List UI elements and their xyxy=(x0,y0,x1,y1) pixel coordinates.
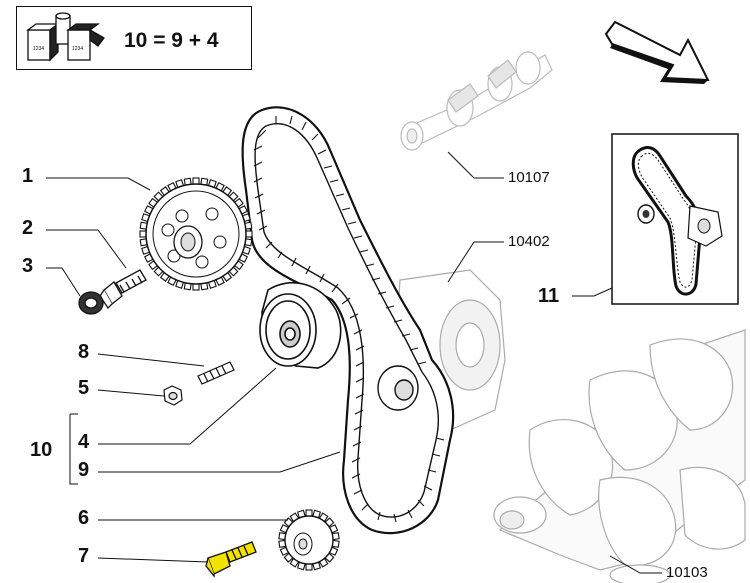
parts-kit-icon: 1234 1234 xyxy=(26,12,105,62)
callout-9: 9 xyxy=(78,459,90,481)
kit-formula: 10 = 9 + 4 xyxy=(124,29,219,52)
callout-5: 5 xyxy=(78,377,90,399)
inset-detail xyxy=(611,133,739,305)
kit-legend-box xyxy=(16,6,252,70)
timing-belt xyxy=(241,106,455,535)
camshaft xyxy=(400,51,553,151)
ref-crankshaft: 10103 xyxy=(666,564,708,581)
camshaft-pulley xyxy=(139,177,253,291)
nut xyxy=(163,385,183,406)
callout-2: 2 xyxy=(22,217,34,239)
direction-arrow-icon xyxy=(604,20,710,84)
callout-3: 3 xyxy=(22,255,34,277)
callout-7: 7 xyxy=(78,545,90,567)
bearing-washer xyxy=(78,291,104,315)
leader-lines xyxy=(46,151,662,574)
tensioner-pulley xyxy=(259,282,342,369)
ref-belt: 10402 xyxy=(508,233,550,250)
pulley-bolt xyxy=(99,269,147,310)
callout-6: 6 xyxy=(78,507,90,529)
callout-10: 10 xyxy=(30,439,53,461)
callout-11: 11 xyxy=(538,285,560,307)
svg-text:1234: 1234 xyxy=(33,46,44,52)
callout-1: 1 xyxy=(22,165,34,187)
stud xyxy=(197,361,235,385)
belt-idler xyxy=(377,365,419,411)
crankshaft xyxy=(493,329,746,583)
svg-text:1234: 1234 xyxy=(72,46,83,52)
callout-8: 8 xyxy=(78,341,90,363)
crankshaft-sprocket xyxy=(278,509,340,571)
sprocket-bolt xyxy=(205,541,257,578)
callout-4: 4 xyxy=(78,431,90,453)
ref-camshaft: 10107 xyxy=(508,169,550,186)
